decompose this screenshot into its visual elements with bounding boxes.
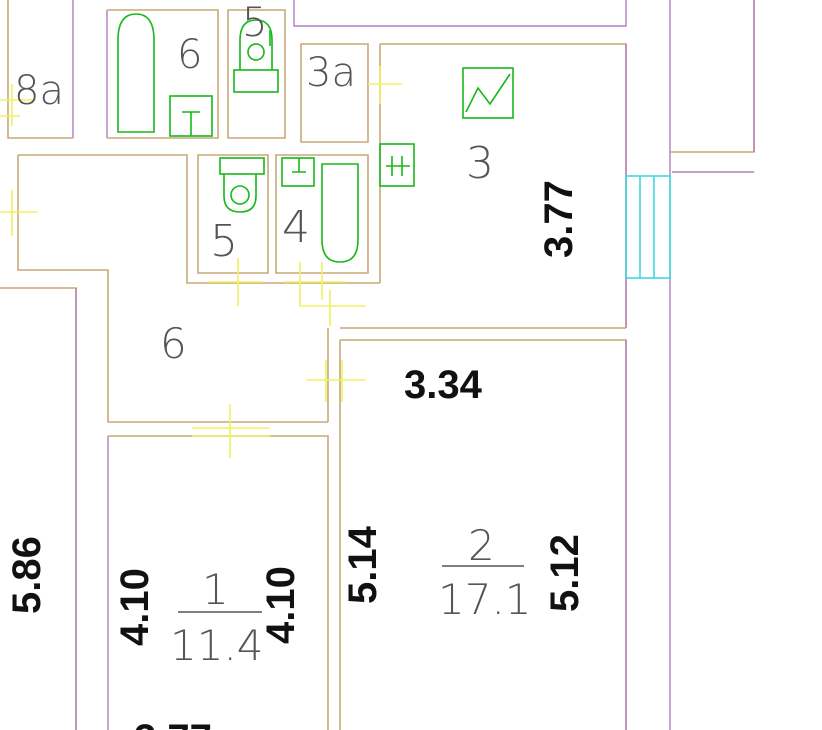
room-label-1-area: 11.4 — [170, 621, 264, 670]
door-room2-icon — [300, 290, 366, 326]
heater-zigzag-icon — [465, 73, 511, 113]
door-room1-icon — [192, 404, 270, 458]
wall-hall-6 — [17, 155, 328, 423]
tap-icon — [182, 111, 200, 136]
dim-room3-side: 3.77 — [537, 180, 581, 258]
wall-room1 — [108, 435, 329, 730]
door-bath4-icon — [284, 262, 346, 306]
room-label-3: 3 — [466, 138, 494, 189]
heater-icon — [462, 67, 514, 119]
tap-icon — [292, 158, 306, 173]
dim-room2-left: 5.14 — [341, 525, 385, 604]
toilet-bowl-icon — [223, 174, 257, 213]
doors — [0, 66, 402, 458]
door-room3-icon — [368, 66, 402, 104]
wall-8a — [7, 0, 73, 139]
wall-left-room — [0, 287, 77, 730]
door-room2b-icon — [306, 360, 366, 402]
wall-closet-3a — [300, 43, 369, 143]
dim-room1-bottom: 3.77 — [134, 717, 212, 730]
room-label-5-wc-top: 5 — [242, 0, 267, 46]
door-wc5-icon — [208, 258, 262, 306]
room-label-3a: 3a — [306, 50, 356, 96]
dim-room1-right: 4.10 — [259, 566, 303, 644]
bathtub-icon — [321, 163, 359, 263]
dim-room2-right: 5.12 — [543, 534, 587, 612]
door-left-icon — [0, 190, 38, 236]
window — [625, 175, 671, 279]
room-label-4-bath: 4 — [282, 202, 310, 253]
wall-wc5-top — [227, 9, 286, 139]
toilet-bowl-icon — [239, 19, 273, 70]
window-pane-icon — [639, 176, 655, 278]
wall-bath4 — [275, 154, 369, 274]
wall-corridor-top — [18, 154, 380, 284]
room-label-8a: 8a — [14, 68, 64, 114]
bathtub-icon — [117, 13, 155, 133]
meter-grid-icon — [386, 156, 410, 176]
wall-room3 — [380, 43, 627, 328]
room-label-6-hall: 6 — [160, 319, 187, 368]
room-label-1-number: 1 — [202, 565, 229, 614]
wall-wc5 — [197, 154, 269, 274]
sink-icon — [281, 157, 315, 187]
wall-bath6 — [107, 9, 219, 139]
meter-box-icon — [379, 143, 415, 187]
room-label-5-wc: 5 — [210, 216, 238, 267]
room-label-2-number: 2 — [468, 521, 495, 570]
room-label-2-area: 17.1 — [438, 575, 532, 624]
toilet-tank-icon — [233, 69, 279, 93]
toilet-seat-icon — [230, 185, 250, 205]
toilet-tank-icon — [219, 157, 265, 175]
walls — [0, 0, 755, 730]
dim-room1-left: 4.10 — [113, 568, 157, 646]
room-label-6-bath: 6 — [177, 32, 202, 78]
window-icon — [625, 175, 671, 279]
wall-top-strip — [293, 0, 627, 27]
wall-balcony — [670, 0, 755, 153]
room-labels: 8a 6 5 3a 3 5 4 6 1 11.4 2 17.1 — [14, 0, 532, 670]
toilet-seat-icon — [247, 43, 265, 61]
dim-left-outer: 5.86 — [5, 536, 49, 614]
door-8a-icon — [0, 84, 36, 126]
fixtures — [117, 13, 514, 263]
dimensions: 3.77 3.34 5.86 4.10 4.10 5.14 5.12 3.77 — [5, 180, 587, 730]
dim-room2-top: 3.34 — [404, 363, 483, 407]
